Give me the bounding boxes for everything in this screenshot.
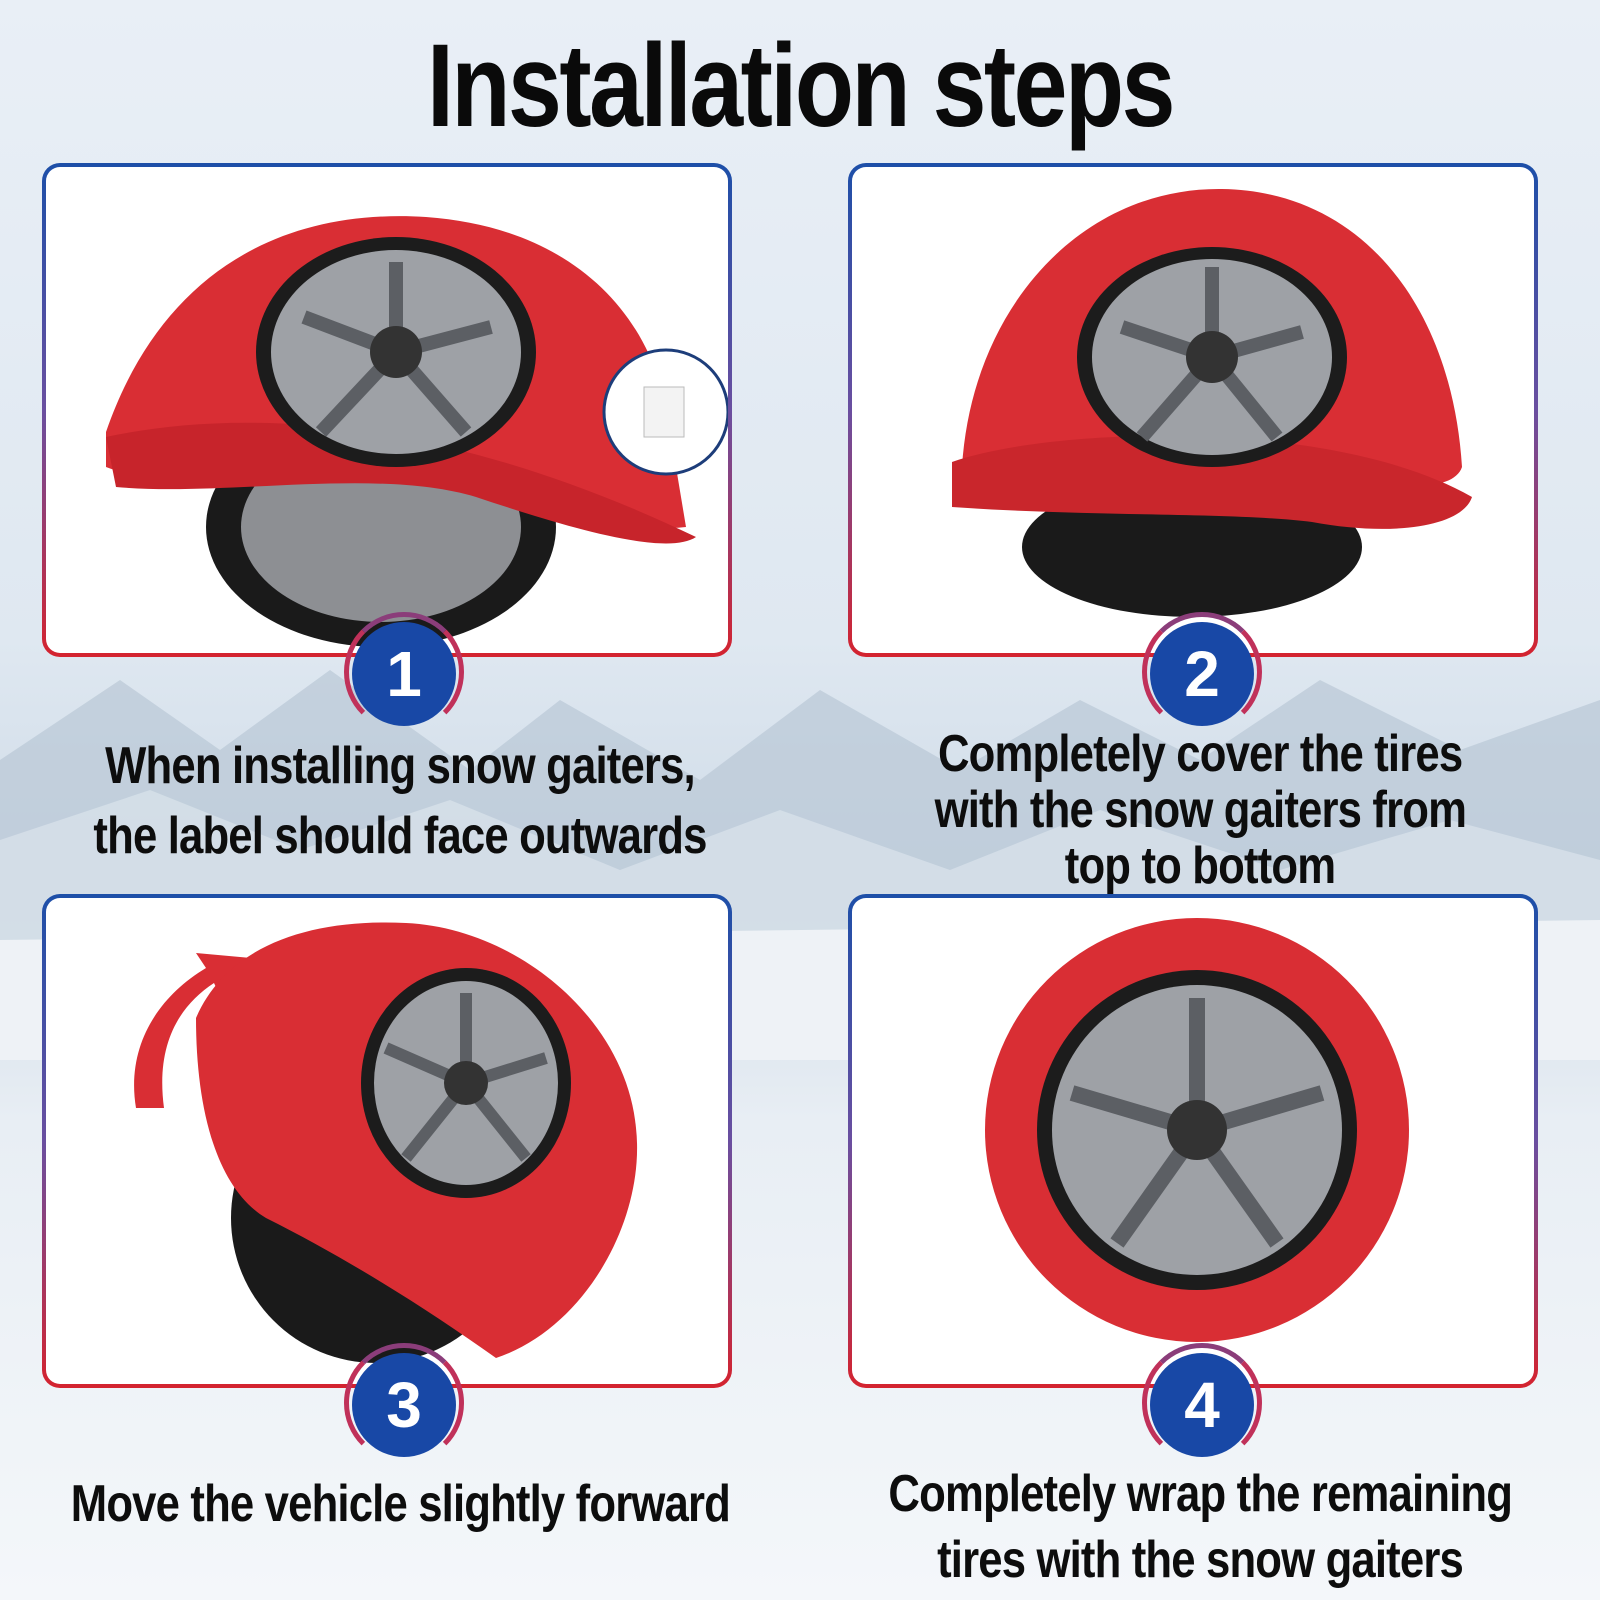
step-2-caption: Completely cover the tires with the snow… (800, 726, 1600, 894)
step-2-caption-line: with the snow gaiters from (934, 781, 1466, 839)
step-2-number: 2 (1150, 622, 1254, 726)
step-4-caption-line: tires with the snow gaiters (937, 1531, 1464, 1589)
step-1-caption: When installing snow gaiters, the label … (0, 738, 800, 864)
wheel-icon (106, 216, 728, 647)
wheel-icon (985, 918, 1409, 1342)
label-tag-icon (643, 386, 685, 438)
wheel-icon (134, 922, 638, 1363)
step-4-caption-line: Completely wrap the remaining (888, 1465, 1513, 1523)
step-4-badge-ring (1142, 1343, 1262, 1463)
step-1-panel (42, 163, 732, 657)
step-2-badge-ring (1142, 612, 1262, 732)
step-1-caption-line: When installing snow gaiters, (105, 737, 696, 795)
step-2-panel (848, 163, 1538, 657)
step-4-panel (848, 894, 1538, 1388)
step-1-number: 1 (352, 622, 456, 726)
page-title: Installation steps (426, 20, 1176, 152)
step-2-caption-line: top to bottom (1064, 837, 1336, 895)
step-1-badge-ring (344, 612, 464, 732)
wheel-icon (952, 188, 1472, 617)
step-1-caption-line: the label should face outwards (93, 807, 707, 865)
step-3-caption-line: Move the vehicle slightly forward (70, 1475, 730, 1533)
step-3-number: 3 (352, 1353, 456, 1457)
step-2-caption-line: Completely cover the tires (937, 725, 1463, 783)
step-3-caption: Move the vehicle slightly forward (0, 1476, 800, 1532)
step-4-caption: Completely wrap the remaining tires with… (800, 1466, 1600, 1588)
step-4-number: 4 (1150, 1353, 1254, 1457)
step-3-panel (42, 894, 732, 1388)
step-3-badge-ring (344, 1343, 464, 1463)
